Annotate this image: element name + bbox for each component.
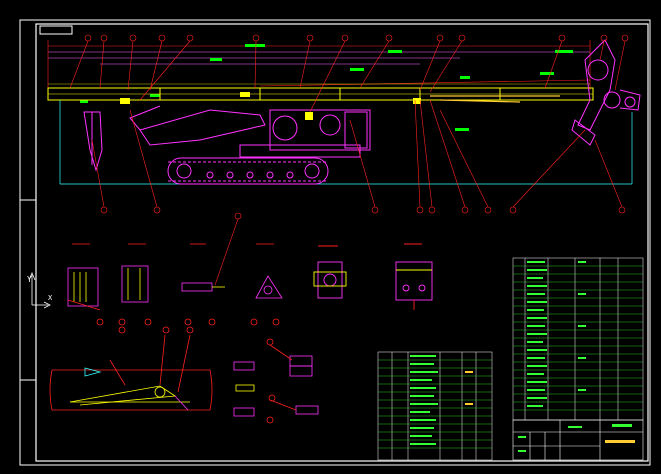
title-tag bbox=[39, 25, 73, 35]
top-callouts bbox=[69, 34, 629, 113]
hydraulic-cylinder bbox=[430, 95, 560, 103]
parts-list-table-left bbox=[377, 351, 493, 461]
axis-x-label: X bbox=[48, 294, 53, 302]
axis-y-label: Y bbox=[27, 275, 32, 284]
boom-head-assembly bbox=[571, 39, 641, 146]
section-view-d bbox=[250, 243, 283, 326]
pin-details bbox=[233, 338, 319, 424]
detail-view-boom bbox=[49, 326, 213, 411]
left-support-leg bbox=[83, 111, 103, 172]
parts-list-cells-right bbox=[527, 261, 586, 407]
parts-list-cells-left bbox=[410, 355, 473, 445]
drawing-frame bbox=[19, 19, 651, 466]
bottom-callouts bbox=[91, 99, 626, 214]
cyan-guides bbox=[59, 100, 633, 185]
machine-accents bbox=[120, 92, 421, 120]
track-rollers bbox=[176, 163, 320, 179]
section-view-e bbox=[313, 245, 347, 299]
section-callout bbox=[214, 212, 242, 286]
section-view-c bbox=[181, 243, 225, 326]
parts-list-table-right bbox=[512, 257, 644, 421]
section-view-a bbox=[67, 243, 104, 326]
title-block-marks bbox=[518, 424, 635, 452]
title-block bbox=[512, 419, 644, 461]
green-dimension-marks bbox=[80, 44, 573, 131]
section-view-f bbox=[395, 243, 433, 310]
parts-list-rows-right bbox=[513, 265, 643, 411]
crane-machine bbox=[129, 105, 371, 185]
top-dimensions bbox=[47, 40, 591, 90]
section-view-b bbox=[118, 243, 152, 326]
axis-indicator: Y X bbox=[27, 271, 53, 309]
parts-list-rows-left bbox=[378, 359, 492, 449]
